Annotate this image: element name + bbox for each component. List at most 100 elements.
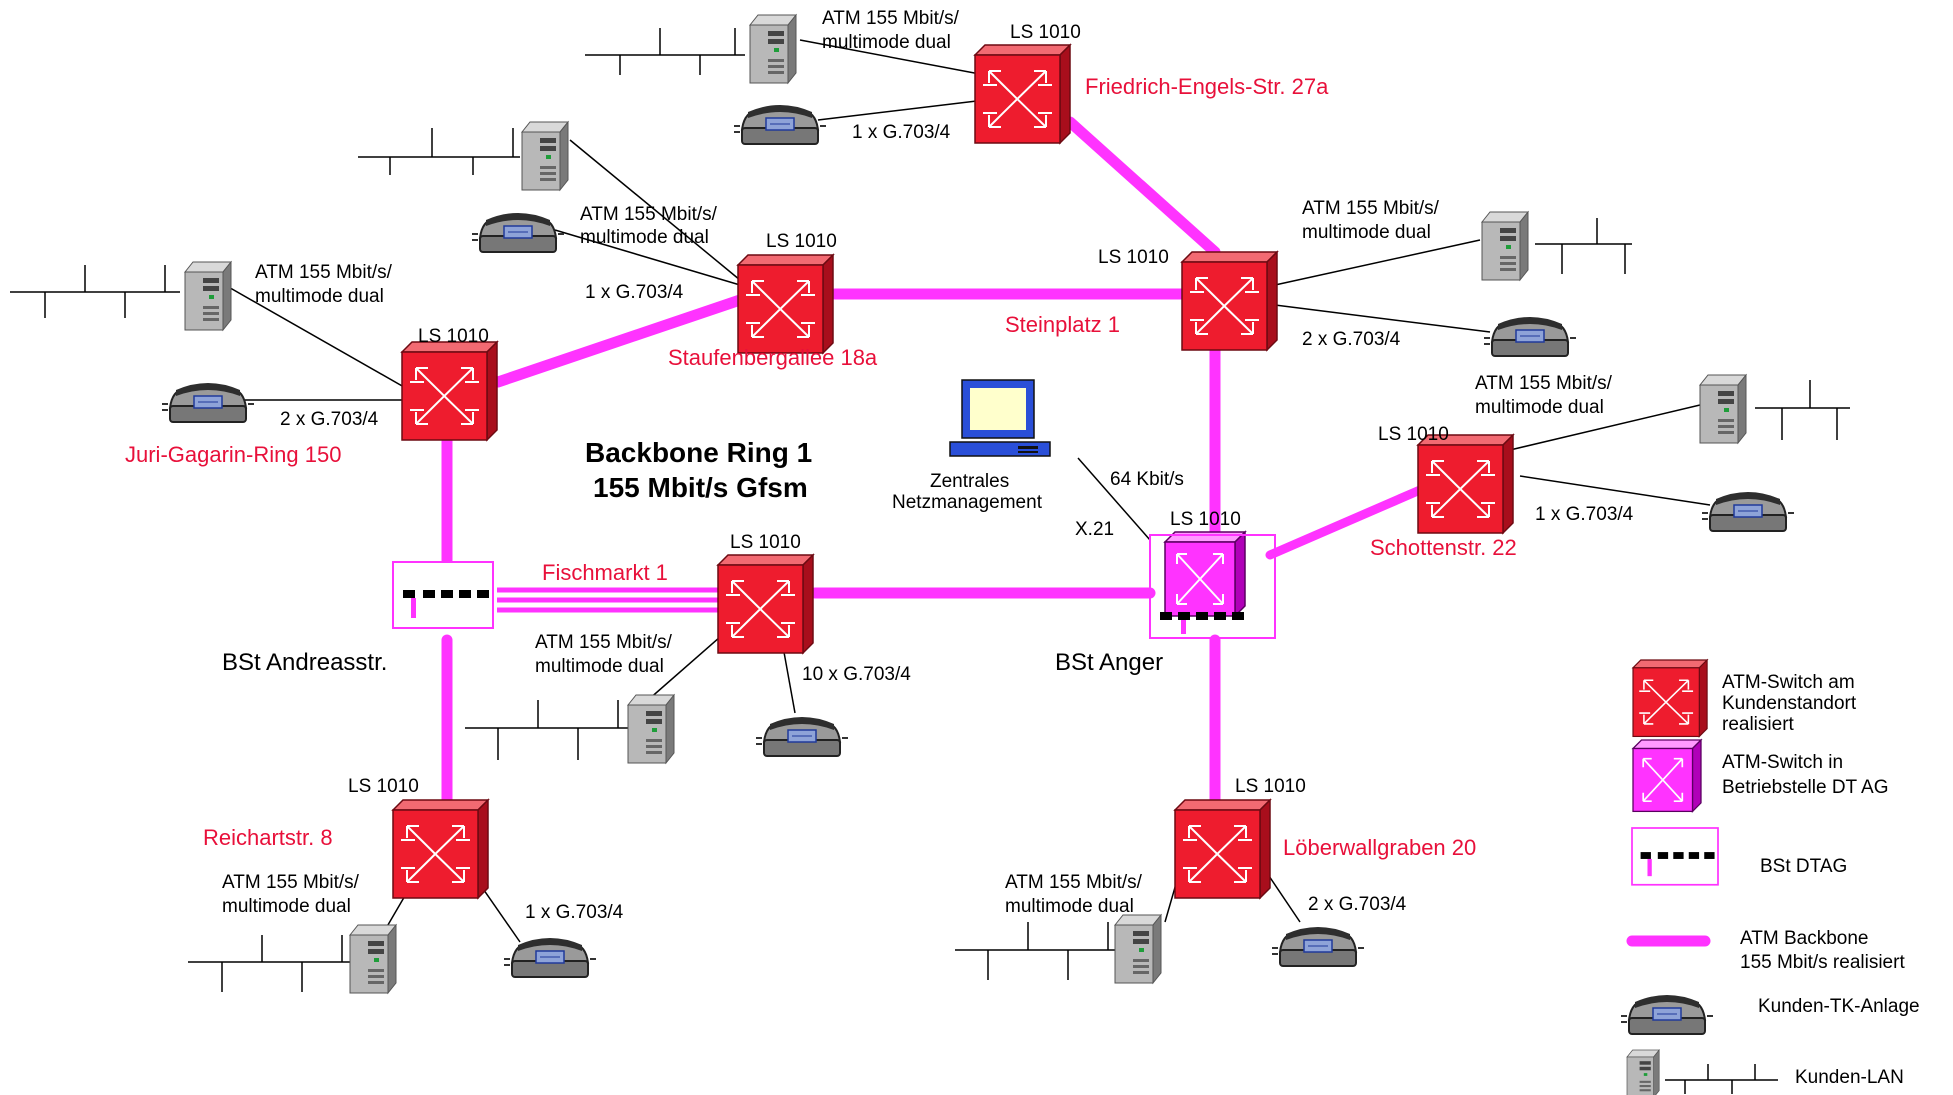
backbone-links xyxy=(441,116,1425,816)
lan-bus-icon xyxy=(10,28,1850,992)
backbone-friedrich-steinplatz xyxy=(1064,116,1221,258)
legend: ATM-Switch am Kundenstandort realisiert … xyxy=(1620,659,1920,1095)
link-label: ATM 155 Mbit/s/ xyxy=(1302,198,1440,219)
backbone-andreas-fischmarkt xyxy=(497,587,720,613)
atm-switch-icon xyxy=(974,44,1071,144)
backbone-anger-schotten xyxy=(1265,485,1425,560)
telephone-icon xyxy=(1271,926,1365,967)
bst-label: BSt Andreasstr. xyxy=(222,649,387,676)
link-label: 1 x G.703/4 xyxy=(525,902,624,923)
legend-text: Kundenstandort xyxy=(1722,693,1857,714)
atm-switch-icon xyxy=(401,341,498,441)
link-label: ATM 155 Mbit/s/ xyxy=(1005,872,1143,893)
atm-switch-icon xyxy=(392,799,489,899)
bst-label: BSt Anger xyxy=(1055,649,1163,676)
legend-text: BSt DTAG xyxy=(1760,856,1847,877)
bst-box-icon xyxy=(392,561,494,629)
telephone-icon xyxy=(1483,316,1577,357)
nms-label: Netzmanagement xyxy=(892,492,1043,513)
diagram-title-line2: 155 Mbit/s Gfsm xyxy=(593,472,808,503)
link-label: multimode dual xyxy=(222,896,351,917)
server-icon xyxy=(184,261,232,331)
site-label: Fischmarkt 1 xyxy=(542,560,668,585)
link-label: 1 x G.703/4 xyxy=(585,282,684,303)
telephone-icon xyxy=(733,104,827,145)
computer-icon xyxy=(949,379,1051,457)
link-label: multimode dual xyxy=(1302,222,1431,243)
link-label: 2 x G.703/4 xyxy=(1302,329,1401,350)
link-label: 2 x G.703/4 xyxy=(280,409,379,430)
server-icon xyxy=(627,694,675,764)
telephone-icon xyxy=(503,937,597,978)
server-icon xyxy=(1481,211,1529,281)
backbone-juri-staufenberg xyxy=(492,294,746,388)
telephone-icon xyxy=(755,716,849,757)
switch-label: LS 1010 xyxy=(1098,247,1169,268)
legend-switch-dt-icon xyxy=(1632,739,1702,813)
atm-switch-icon xyxy=(737,254,834,354)
site-label: Schottenstr. 22 xyxy=(1370,535,1517,560)
nms-iface: X.21 xyxy=(1075,519,1114,540)
diagram-title-line1: Backbone Ring 1 xyxy=(585,437,812,468)
server-icon xyxy=(521,121,569,191)
legend-telephone-icon xyxy=(1620,994,1714,1035)
link-label: multimode dual xyxy=(1475,397,1604,418)
switch-label: LS 1010 xyxy=(766,231,837,252)
switch-label: LS 1010 xyxy=(1235,776,1306,797)
atm-switch-icon xyxy=(1417,434,1514,534)
link-label: ATM 155 Mbit/s/ xyxy=(535,632,673,653)
legend-switch-customer-icon xyxy=(1632,659,1708,738)
legend-text: Kunden-TK-Anlage xyxy=(1758,996,1920,1017)
legend-text: Kunden-LAN xyxy=(1795,1067,1904,1088)
nms-speed: 64 Kbit/s xyxy=(1110,469,1184,490)
link-label: ATM 155 Mbit/s/ xyxy=(255,262,393,283)
switch-label: LS 1010 xyxy=(1378,424,1449,445)
nms-label: Zentrales xyxy=(930,471,1009,492)
link-label: multimode dual xyxy=(1005,896,1134,917)
link-label: ATM 155 Mbit/s/ xyxy=(822,8,960,29)
server-icon xyxy=(749,14,797,84)
site-label: Löberwallgraben 20 xyxy=(1283,835,1476,860)
link-label: ATM 155 Mbit/s/ xyxy=(1475,373,1613,394)
legend-lan-bus-icon xyxy=(1665,1064,1778,1094)
atm-switch-icon xyxy=(717,554,814,654)
switch-label: LS 1010 xyxy=(1170,509,1241,530)
telephone-icon xyxy=(1701,491,1795,532)
site-label: Steinplatz 1 xyxy=(1005,312,1120,337)
legend-server-icon xyxy=(1626,1049,1660,1095)
link-label: 1 x G.703/4 xyxy=(1535,504,1634,525)
legend-bst-icon xyxy=(1631,827,1719,886)
site-label: Juri-Gagarin-Ring 150 xyxy=(125,442,341,467)
legend-text: Betriebstelle DT AG xyxy=(1722,777,1889,798)
switch-label: LS 1010 xyxy=(1010,22,1081,43)
telephone-icon xyxy=(471,212,565,253)
site-label: Reichartstr. 8 xyxy=(203,825,333,850)
link-label: 1 x G.703/4 xyxy=(852,122,951,143)
link-label: 2 x G.703/4 xyxy=(1308,894,1407,915)
site-label: Friedrich-Engels-Str. 27a xyxy=(1085,74,1329,99)
link-label: multimode dual xyxy=(255,286,384,307)
legend-text: 155 Mbit/s realisiert xyxy=(1740,952,1905,973)
bst-anger-frame xyxy=(1149,534,1276,639)
legend-text: ATM-Switch am xyxy=(1722,672,1855,693)
link-label: ATM 155 Mbit/s/ xyxy=(580,204,718,225)
switch-label: LS 1010 xyxy=(418,326,489,347)
access-links xyxy=(224,39,1711,943)
link-label: 10 x G.703/4 xyxy=(802,664,911,685)
server-icon xyxy=(1699,374,1747,444)
legend-text: ATM-Switch in xyxy=(1722,752,1843,773)
bst-anger-ports xyxy=(1160,612,1244,634)
atm-switch-icon xyxy=(1164,531,1246,617)
legend-text: ATM Backbone xyxy=(1740,928,1868,949)
atm-switch-icon xyxy=(1181,251,1278,351)
site-label: Staufenbergallee 18a xyxy=(668,345,878,370)
link-label: multimode dual xyxy=(822,32,951,53)
server-icon xyxy=(349,924,397,994)
link-label: ATM 155 Mbit/s/ xyxy=(222,872,360,893)
telephone-icon xyxy=(161,382,255,423)
switch-label: LS 1010 xyxy=(730,532,801,553)
switch-label: LS 1010 xyxy=(348,776,419,797)
link-label: multimode dual xyxy=(580,227,709,248)
legend-text: realisiert xyxy=(1722,714,1795,735)
